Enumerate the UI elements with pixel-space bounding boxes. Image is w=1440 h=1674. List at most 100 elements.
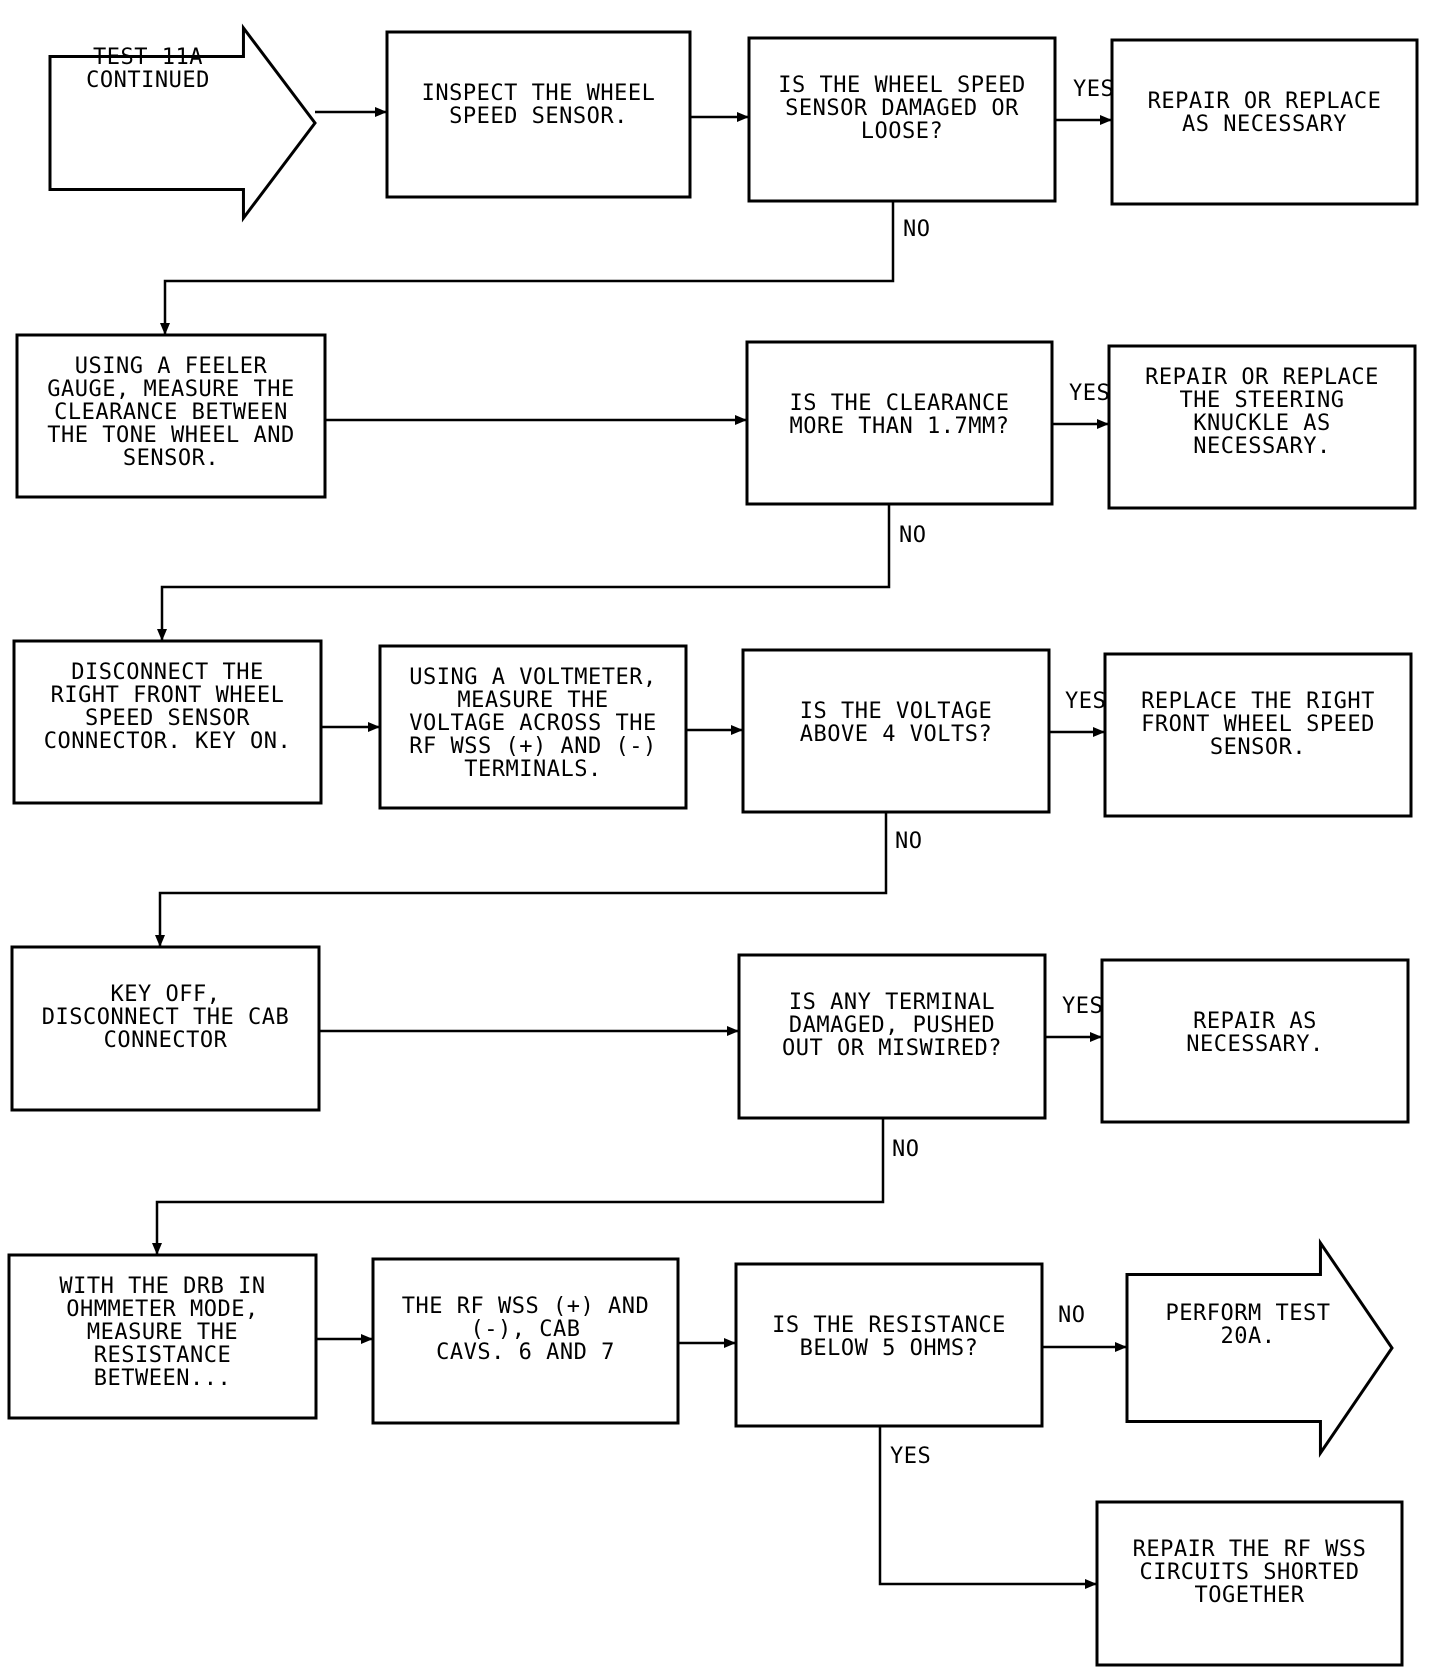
node-text-line: KNUCKLE AS	[1193, 411, 1330, 436]
edge-label-e-yes2: YES	[1069, 381, 1110, 406]
node-text-line: REPAIR THE RF WSS	[1133, 1537, 1367, 1562]
node-text-line: NECESSARY.	[1193, 434, 1330, 459]
node-text-line: OHMMETER MODE,	[66, 1297, 258, 1322]
process-box	[745, 340, 1054, 506]
node-text-line: IS THE WHEEL SPEED	[778, 73, 1025, 98]
node-text-line: TOGETHER	[1195, 1583, 1305, 1608]
flowchart-connectors	[152, 107, 1127, 1589]
process-box	[371, 1257, 680, 1425]
flow-arrow	[878, 1426, 1097, 1586]
node-text-line: MEASURE THE	[457, 688, 608, 713]
arrow-head	[735, 415, 747, 425]
edge-label-e-no4: NO	[892, 1137, 920, 1162]
node-text-line: GAUGE, MEASURE THE	[47, 377, 294, 402]
node-text-line: 20A.	[1221, 1324, 1276, 1349]
node-text-line: NECESSARY.	[1186, 1032, 1323, 1057]
node-text-line: RESISTANCE	[94, 1343, 231, 1368]
process-box	[1107, 344, 1417, 510]
node-text-line: CONNECTOR	[104, 1028, 228, 1053]
node-text-line: IS THE CLEARANCE	[790, 391, 1010, 416]
arrow-head	[375, 107, 387, 117]
process-box	[1095, 1500, 1404, 1667]
edge-label-e-yes4: YES	[1062, 994, 1103, 1019]
node-text-line: CIRCUITS SHORTED	[1140, 1560, 1360, 1585]
node-text-line: RIGHT FRONT WHEEL	[51, 683, 285, 708]
node-text-line: SENSOR DAMAGED OR	[785, 96, 1019, 121]
edge-label-e-yes3: YES	[1065, 689, 1106, 714]
node-text-line: THE TONE WHEEL AND	[47, 423, 294, 448]
pentagon-connector-shape	[1125, 1238, 1394, 1458]
arrow-head	[1115, 1342, 1127, 1352]
node-text-line: USING A VOLTMETER,	[409, 665, 656, 690]
node-text-line: DAMAGED, PUSHED	[789, 1013, 995, 1038]
node-text-line: IS THE RESISTANCE	[772, 1313, 1006, 1338]
flow-arrow	[160, 504, 891, 641]
arrow-head	[361, 1334, 373, 1344]
arrow-head	[724, 1338, 736, 1348]
node-text-line: LOOSE?	[861, 119, 943, 144]
flow-arrow	[155, 1118, 885, 1255]
node-text-line: BELOW 5 OHMS?	[800, 1336, 979, 1361]
process-box	[734, 1262, 1044, 1428]
node-text-line: THE RF WSS (+) AND	[402, 1294, 649, 1319]
process-box	[737, 953, 1047, 1120]
node-text-line: CONNECTOR. KEY ON.	[44, 729, 291, 754]
process-box	[12, 639, 323, 805]
process-box	[15, 333, 327, 499]
arrow-head	[155, 935, 165, 947]
node-text-line: THE STEERING	[1180, 388, 1345, 413]
node-text-line: TEST 11A	[93, 45, 203, 70]
edge-label-e-yes5: YES	[890, 1444, 931, 1469]
node-text-line: BETWEEN...	[94, 1366, 231, 1391]
node-text-line: FRONT WHEEL SPEED	[1141, 712, 1375, 737]
flow-arrow	[158, 812, 888, 947]
arrow-head	[160, 323, 170, 335]
node-text-line: INSPECT THE WHEEL	[422, 81, 656, 106]
node-text-line: (-), CAB	[471, 1317, 581, 1342]
pentagon-connector-shape	[48, 23, 317, 223]
node-text-line: IS THE VOLTAGE	[800, 699, 992, 724]
node-text-line: MORE THAN 1.7MM?	[790, 414, 1010, 439]
arrow-head	[737, 112, 749, 122]
node-text-line: TERMINALS.	[464, 757, 601, 782]
arrow-head	[152, 1243, 162, 1255]
edge-label-e-no5: NO	[1058, 1303, 1086, 1328]
node-text-line: DISCONNECT THE	[71, 660, 263, 685]
flow-arrow	[163, 201, 895, 335]
node-text-line: USING A FEELER	[75, 354, 268, 379]
node-text-line: SPEED SENSOR.	[449, 104, 628, 129]
arrow-head	[157, 629, 167, 641]
node-text-line: KEY OFF,	[111, 982, 221, 1007]
arrow-head	[1085, 1579, 1097, 1589]
edge-label-e-yes1: YES	[1073, 77, 1114, 102]
edge-label-e-no2: NO	[899, 523, 927, 548]
node-text-line: IS ANY TERMINAL	[789, 990, 995, 1015]
node-text-line: REPLACE THE RIGHT	[1141, 689, 1375, 714]
node-text-line: OUT OR MISWIRED?	[782, 1036, 1002, 1061]
arrow-head	[368, 722, 380, 732]
node-text-line: RF WSS (+) AND (-)	[409, 734, 656, 759]
node-text-line: DISCONNECT THE CAB	[42, 1005, 289, 1030]
edge-label-e-no1: NO	[903, 217, 931, 242]
arrow-head	[1090, 1032, 1102, 1042]
node-text-line: VOLTAGE ACROSS THE	[409, 711, 656, 736]
